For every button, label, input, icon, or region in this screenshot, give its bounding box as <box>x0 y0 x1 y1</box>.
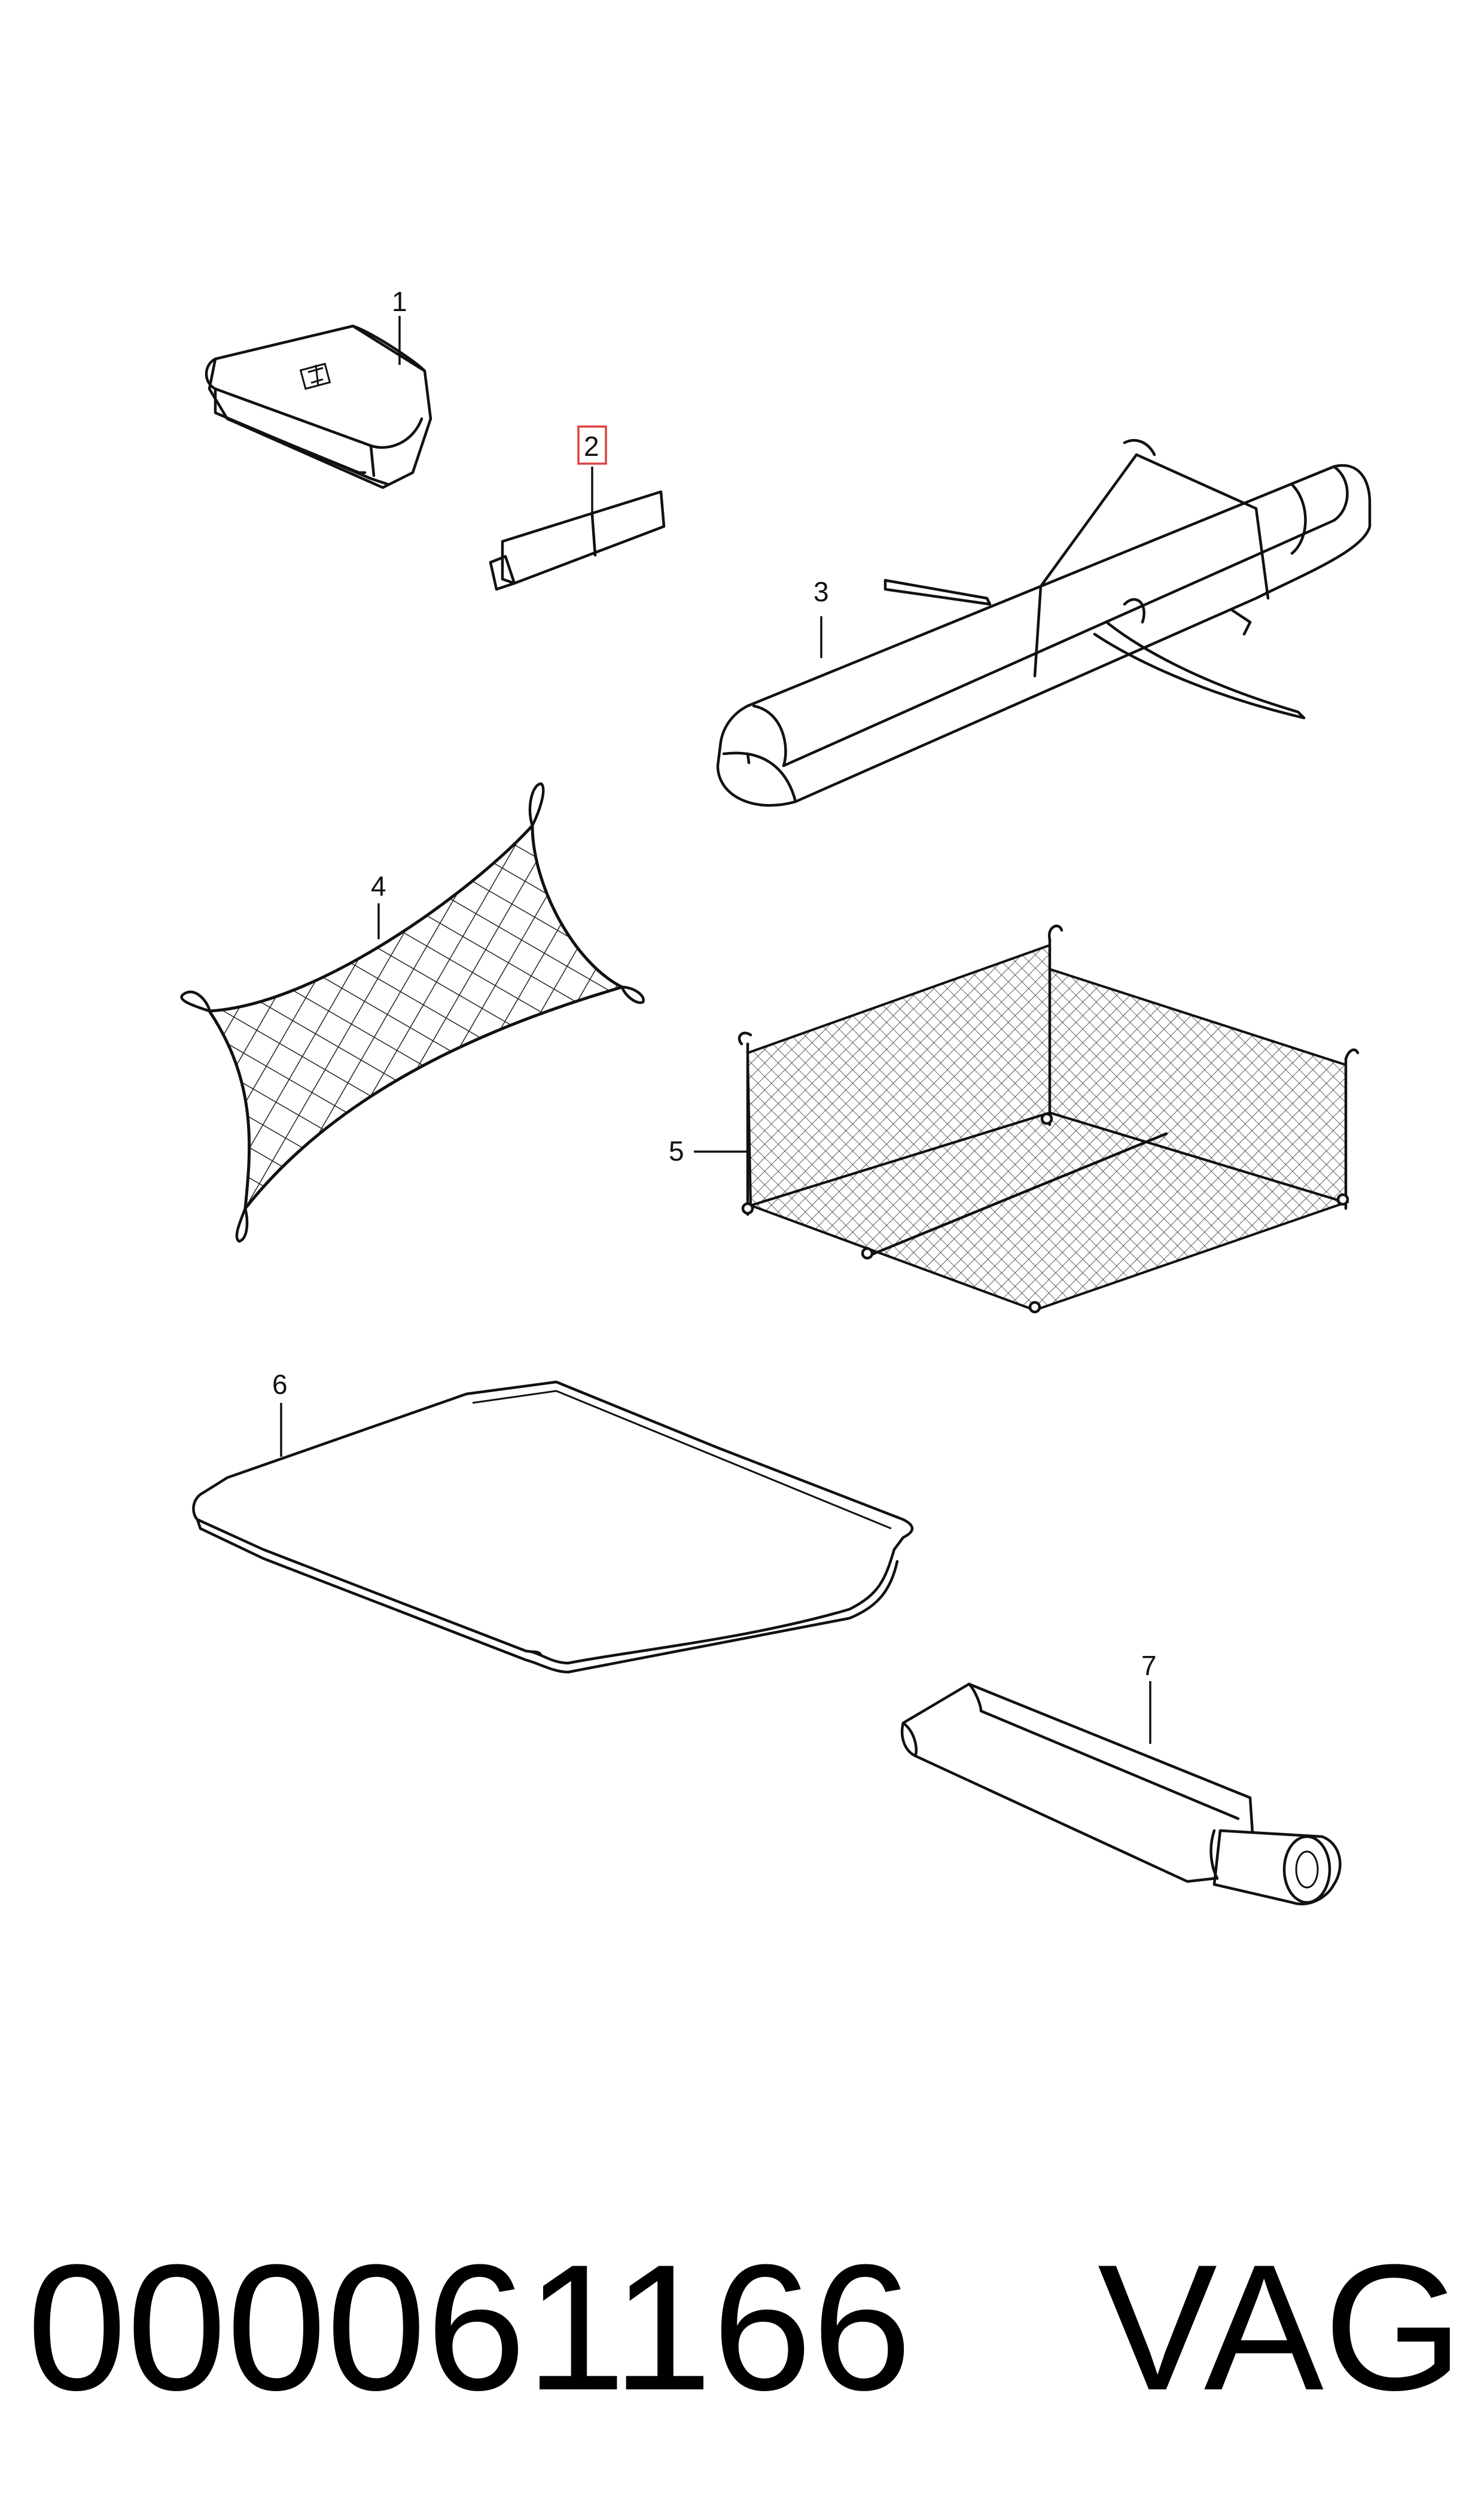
part-6-boot-mat <box>192 1380 914 1674</box>
callout-5-label: 5 <box>669 1135 684 1167</box>
part-3-ski-bag <box>716 439 1372 807</box>
part-4-cargo-net <box>180 782 645 1243</box>
part-7-umbrella-tube <box>900 1682 1342 1905</box>
callout-1-label: 1 <box>392 286 407 317</box>
callout-3-label: 3 <box>813 576 829 607</box>
part-1-waste-bin <box>205 324 432 489</box>
part-number-text: 000061166 <box>27 2227 912 2428</box>
callout-2-highlight-box <box>577 425 607 465</box>
part-5-partition-net <box>738 924 1360 1314</box>
callout-6-label: 6 <box>272 1369 288 1400</box>
callout-2-label: 2 <box>584 431 599 462</box>
part-2-bracket <box>489 490 666 591</box>
callout-4-label: 4 <box>371 870 386 902</box>
callout-7-label: 7 <box>1141 1650 1157 1681</box>
brand-text: VAG <box>1098 2227 1464 2428</box>
